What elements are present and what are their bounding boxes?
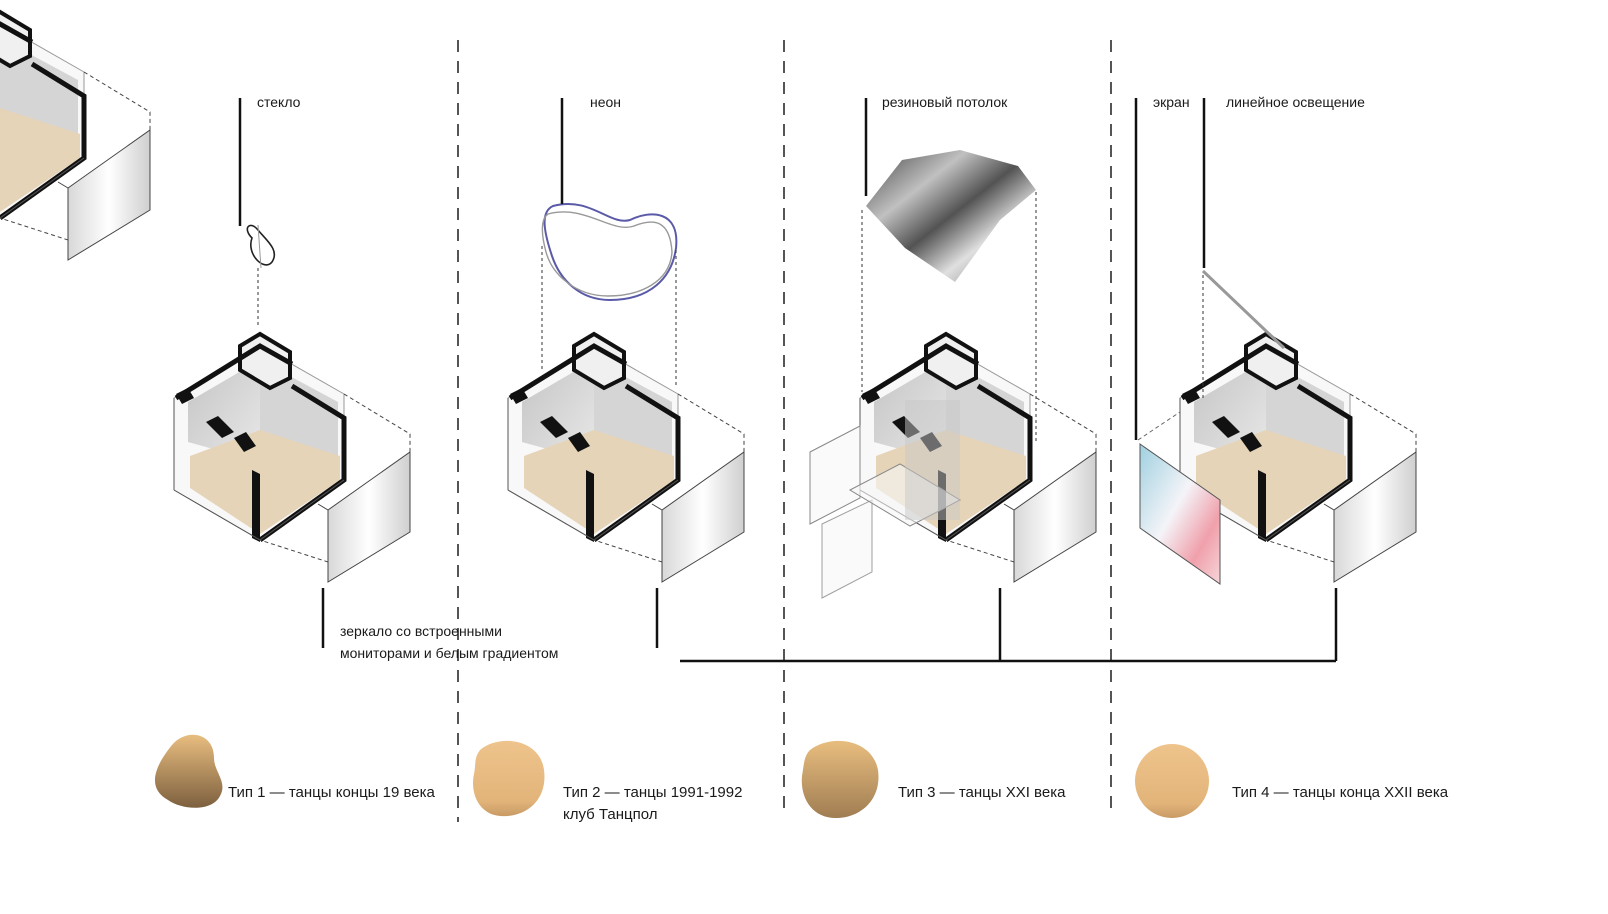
room-type-1 [174, 334, 410, 582]
label-rubber-ceiling: резиновый потолок [882, 94, 1008, 110]
legend-blob-2 [473, 740, 545, 817]
room-type-2 [508, 334, 744, 582]
glass-object [246, 224, 276, 326]
type3-floor-gray [905, 400, 960, 520]
ghost-volumes [809, 425, 962, 599]
neon-object [541, 203, 678, 386]
screen-panel [1139, 443, 1221, 585]
label-screen: экран [1153, 94, 1190, 110]
legend-type-4: Тип 4 — танцы конца XXII века [1232, 782, 1448, 804]
legend-blob-1 [154, 734, 223, 808]
legend-type-1: Тип 1 — танцы концы 19 века [228, 782, 435, 804]
label-neon: неон [590, 94, 622, 110]
leader-lines [238, 98, 1338, 663]
label-mirror-line1: зеркало со встроенными [340, 623, 502, 639]
legend-type-2-line1: Тип 2 — танцы 1991-1992 [563, 784, 743, 801]
legend-type-2: Тип 2 — танцы 1991-1992 клуб Танцпол [563, 782, 742, 826]
legend-type-1-text: Тип 1 — танцы концы 19 века [228, 784, 435, 801]
legend-blob-4 [1135, 744, 1209, 818]
legend-type-3-text: Тип 3 — танцы XXI века [898, 784, 1066, 801]
label-mirror-line2: мониторами и белым градиентом [340, 645, 559, 661]
rubber-ceiling-object [861, 150, 1037, 442]
legend-type-2-line2: клуб Танцпол [563, 806, 658, 823]
legend-type-3: Тип 3 — танцы XXI века [898, 782, 1065, 804]
legend-type-4-text: Тип 4 — танцы конца XXII века [1232, 784, 1449, 801]
room-type-3 [860, 334, 1096, 582]
legend-blob-3 [801, 740, 879, 818]
label-linear-lighting: линейное освещение [1226, 94, 1365, 110]
label-glass: стекло [257, 94, 301, 110]
linear-light-rod [1201, 269, 1286, 350]
column-dividers [457, 40, 1112, 822]
room-axonometric [0, 9, 151, 261]
